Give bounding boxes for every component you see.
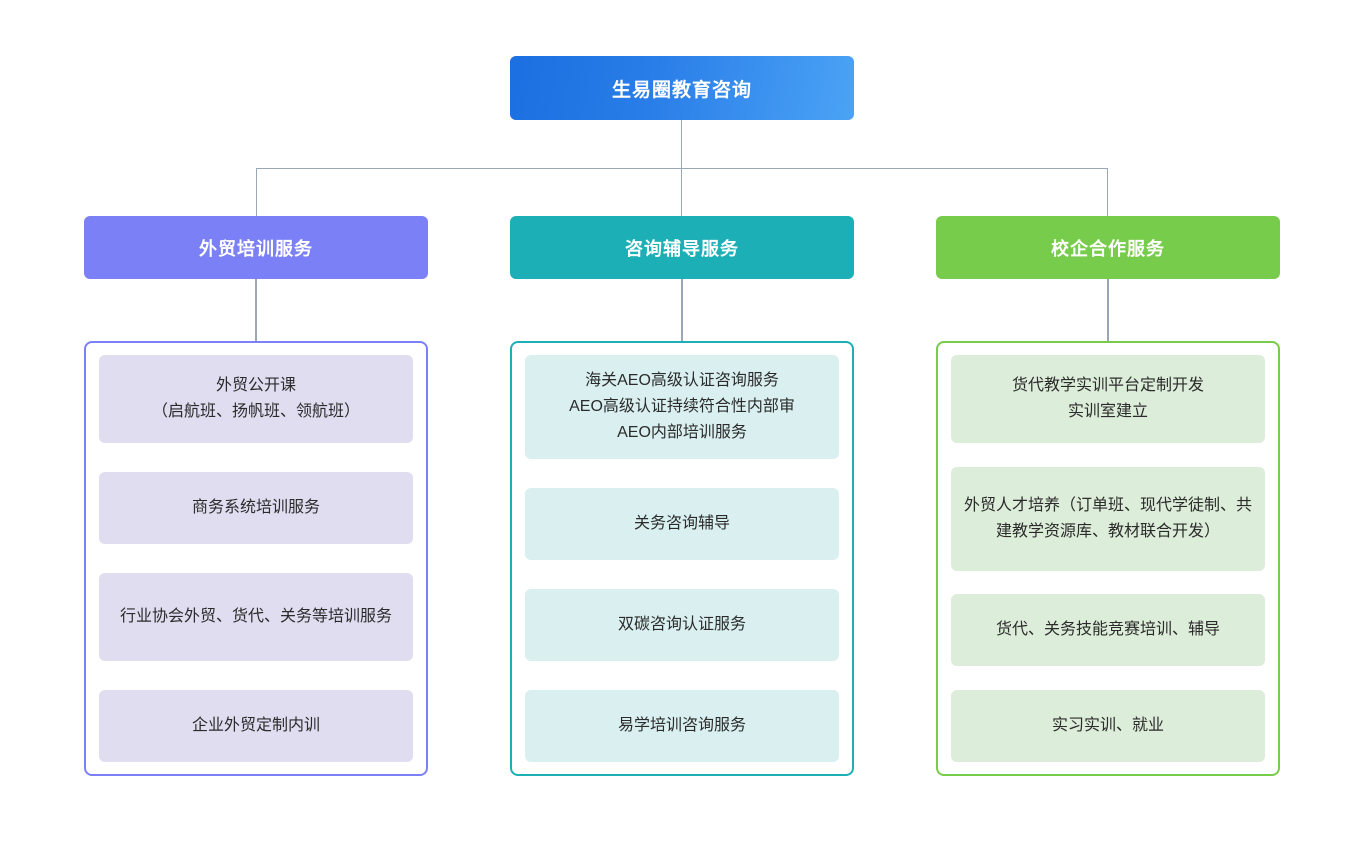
list-item[interactable]: 行业协会外贸、货代、关务等培训服务 — [99, 573, 413, 661]
connector-drop-column-0 — [256, 168, 257, 216]
branch-header-label-2: 校企合作服务 — [1051, 238, 1165, 259]
connector-header-to-body-0 — [255, 279, 257, 341]
list-item[interactable]: 企业外贸定制内训 — [99, 690, 413, 762]
branch-header-label-1: 咨询辅导服务 — [625, 238, 739, 259]
connector-root-stem — [681, 120, 682, 168]
list-item[interactable]: 货代教学实训平台定制开发 实训室建立 — [951, 355, 1265, 443]
list-item[interactable]: 关务咨询辅导 — [525, 488, 839, 560]
list-item[interactable]: 商务系统培训服务 — [99, 472, 413, 544]
connector-drop-column-1 — [681, 168, 682, 216]
list-item[interactable]: 双碳咨询认证服务 — [525, 589, 839, 661]
list-item[interactable]: 外贸公开课 （启航班、扬帆班、领航班） — [99, 355, 413, 443]
branch-header-0[interactable]: 外贸培训服务 — [84, 216, 428, 279]
connector-horizontal-bus — [256, 168, 1108, 169]
branch-body-1: 海关AEO高级认证咨询服务 AEO高级认证持续符合性内部审 AEO内部培训服务 … — [510, 341, 854, 776]
root-node-label: 生易圈教育咨询 — [611, 79, 752, 101]
branch-column-zixun-fudao: 咨询辅导服务 海关AEO高级认证咨询服务 AEO高级认证持续符合性内部审 AEO… — [510, 216, 854, 776]
list-item[interactable]: 货代、关务技能竞赛培训、辅导 — [951, 594, 1265, 667]
list-item[interactable]: 外贸人才培养（订单班、现代学徒制、共建教学资源库、教材联合开发） — [951, 466, 1265, 571]
connector-drop-column-2 — [1107, 168, 1108, 216]
list-item[interactable]: 海关AEO高级认证咨询服务 AEO高级认证持续符合性内部审 AEO内部培训服务 — [525, 355, 839, 459]
root-node[interactable]: 生易圈教育咨询 — [510, 56, 854, 120]
branch-header-2[interactable]: 校企合作服务 — [936, 216, 1280, 279]
connector-header-to-body-2 — [1107, 279, 1109, 341]
list-item[interactable]: 易学培训咨询服务 — [525, 690, 839, 762]
list-item[interactable]: 实习实训、就业 — [951, 689, 1265, 762]
branch-column-waimao-peixun: 外贸培训服务 外贸公开课 （启航班、扬帆班、领航班） 商务系统培训服务 行业协会… — [84, 216, 428, 776]
connector-header-to-body-1 — [681, 279, 683, 341]
branch-header-label-0: 外贸培训服务 — [199, 238, 313, 259]
branch-header-1[interactable]: 咨询辅导服务 — [510, 216, 854, 279]
branch-body-2: 货代教学实训平台定制开发 实训室建立 外贸人才培养（订单班、现代学徒制、共建教学… — [936, 341, 1280, 776]
branch-body-0: 外贸公开课 （启航班、扬帆班、领航班） 商务系统培训服务 行业协会外贸、货代、关… — [84, 341, 428, 776]
branch-column-xiaoqi-hezuo: 校企合作服务 货代教学实训平台定制开发 实训室建立 外贸人才培养（订单班、现代学… — [936, 216, 1280, 776]
